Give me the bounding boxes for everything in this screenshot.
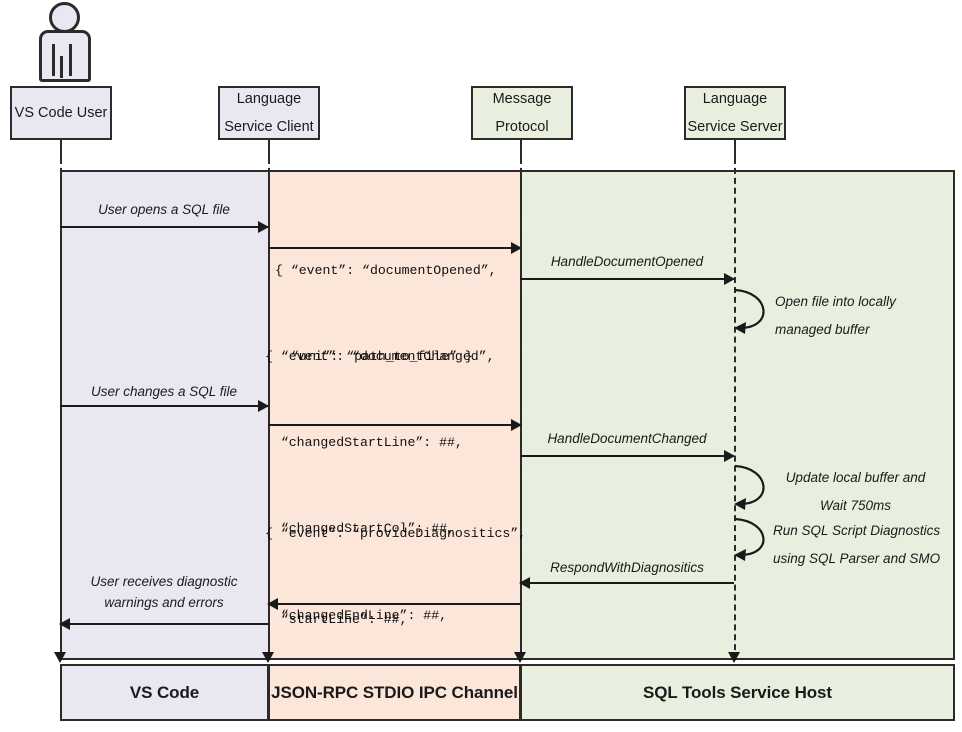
arrowhead-left-icon [267, 598, 278, 610]
footer-jsonrpc[interactable]: JSON-RPC STDIO IPC Channel [268, 664, 521, 721]
participant-label-line2: Protocol [495, 119, 549, 135]
payload-line: { “event”: “documentChanged”, [265, 348, 495, 364]
payload-line: { “event”: “provideDiagnositics”, [265, 525, 527, 541]
payload-line: “changedStartLine”: ##, [265, 434, 463, 450]
arrow-document-opened-to-protocol [268, 242, 522, 254]
actor-leg-right-icon [69, 44, 72, 76]
arrow-user-opens-sql-file [60, 221, 269, 233]
participant-label-line1: VS Code User [14, 104, 108, 121]
label-respond-with-diagnositics: RespondWithDiagnositics [520, 558, 734, 579]
label-text: RespondWithDiagnositics [550, 560, 704, 575]
actor-leg-left-icon [52, 44, 55, 76]
lifeline-message-protocol [520, 158, 522, 670]
arrowhead-right-icon [724, 450, 735, 462]
arrow-handle-document-changed [520, 450, 735, 462]
lifeline-service-server [734, 158, 736, 670]
label-line2: warnings and errors [104, 594, 224, 610]
lifeline-end-arrow-4 [728, 652, 740, 663]
arrowhead-right-icon [724, 273, 735, 285]
self-loop-open-file [734, 288, 784, 336]
participant-label-line2: Service Client [224, 119, 314, 135]
participant-language-service-client[interactable]: Language Service Client [218, 86, 320, 140]
label-text: User opens a SQL file [98, 202, 230, 217]
lifeline-end-arrow-1 [54, 652, 66, 663]
actor-leg-gap-icon [60, 56, 63, 78]
label-text: HandleDocumentChanged [547, 431, 707, 446]
label-user-changes-sql-file: User changes a SQL file [60, 382, 268, 403]
note-open-file: Open file into locally managed buffer [775, 288, 896, 345]
payload-line: “changedStartCol”: ##, [265, 521, 455, 537]
arrow-diagnostics-to-client [267, 598, 521, 610]
arrowhead-left-icon [59, 618, 70, 630]
label-user-receives-diagnostics: User receives diagnostic warnings and er… [60, 572, 268, 614]
actor-body-icon [39, 30, 91, 82]
footer-label: JSON-RPC STDIO IPC Channel [271, 682, 518, 702]
lifeline-end-arrow-2 [262, 652, 274, 663]
actor-head-icon [49, 2, 80, 33]
band-vs-code [60, 170, 269, 660]
arrow-document-changed-to-protocol [268, 419, 522, 431]
note-line2: using SQL Parser and SMO [773, 551, 941, 567]
label-text: HandleDocumentOpened [550, 254, 704, 269]
note-line2: managed buffer [775, 322, 870, 338]
note-line2: Wait 750ms [819, 498, 892, 514]
participant-label-line1: Language [236, 90, 302, 107]
payload-line: “uri”: “path_to_file” } [275, 348, 473, 364]
arrow-handle-document-opened [520, 273, 735, 285]
lifeline-stub-protocol [520, 140, 522, 158]
band-sql-tools [521, 170, 955, 660]
payload-document-opened: { “event”: “documentOpened”, “uri”: “pat… [275, 199, 497, 429]
payload-line: { “event”: “documentOpened”, [275, 262, 497, 278]
label-line1: User receives diagnostic [90, 574, 238, 589]
participant-label-line1: Language [702, 90, 768, 107]
note-run-diagnostics: Run SQL Script Diagnostics using SQL Par… [773, 517, 940, 574]
participant-label-line1: Message [492, 90, 552, 107]
footer-sql-tools[interactable]: SQL Tools Service Host [520, 664, 955, 721]
participant-language-service-server[interactable]: Language Service Server [684, 86, 786, 140]
arrowhead-right-icon [511, 419, 522, 431]
footer-vs-code[interactable]: VS Code [60, 664, 269, 721]
arrow-respond-with-diagnositics [519, 577, 734, 589]
note-update-buffer: Update local buffer and Wait 750ms [773, 464, 938, 521]
note-line1: Update local buffer and [785, 470, 926, 485]
band-jsonrpc [269, 170, 521, 660]
label-user-opens-sql-file: User opens a SQL file [60, 200, 268, 221]
note-line1: Open file into locally [775, 294, 896, 309]
payload-line: “startLine”: ##, [265, 611, 408, 627]
lifeline-stub-vs-code-user [60, 140, 62, 158]
lifeline-vs-code-user [60, 158, 62, 670]
lifeline-service-client [268, 158, 270, 670]
label-handle-document-opened: HandleDocumentOpened [520, 252, 734, 273]
arrowhead-right-icon [258, 400, 269, 412]
footer-label: SQL Tools Service Host [643, 682, 832, 702]
lifeline-end-arrow-3 [514, 652, 526, 663]
participant-message-protocol[interactable]: Message Protocol [471, 86, 573, 140]
note-line1: Run SQL Script Diagnostics [773, 523, 941, 538]
footer-label: VS Code [129, 682, 200, 702]
label-text: User changes a SQL file [90, 384, 238, 399]
self-loop-run-diagnostics [734, 517, 784, 562]
arrow-user-receives-diagnostics [59, 618, 268, 630]
participant-vs-code-user[interactable]: VS Code User [10, 86, 112, 140]
arrowhead-right-icon [511, 242, 522, 254]
participant-label-line2: Service Server [687, 119, 783, 135]
lifeline-stub-server [734, 140, 736, 158]
lifeline-stub-client [268, 140, 270, 158]
arrowhead-left-icon [519, 577, 530, 589]
arrowhead-right-icon [258, 221, 269, 233]
label-handle-document-changed: HandleDocumentChanged [520, 429, 734, 450]
payload-line: “changedEndLine”: ##, [265, 607, 448, 623]
self-loop-update-buffer [734, 464, 784, 512]
arrow-user-changes-sql-file [60, 400, 269, 412]
